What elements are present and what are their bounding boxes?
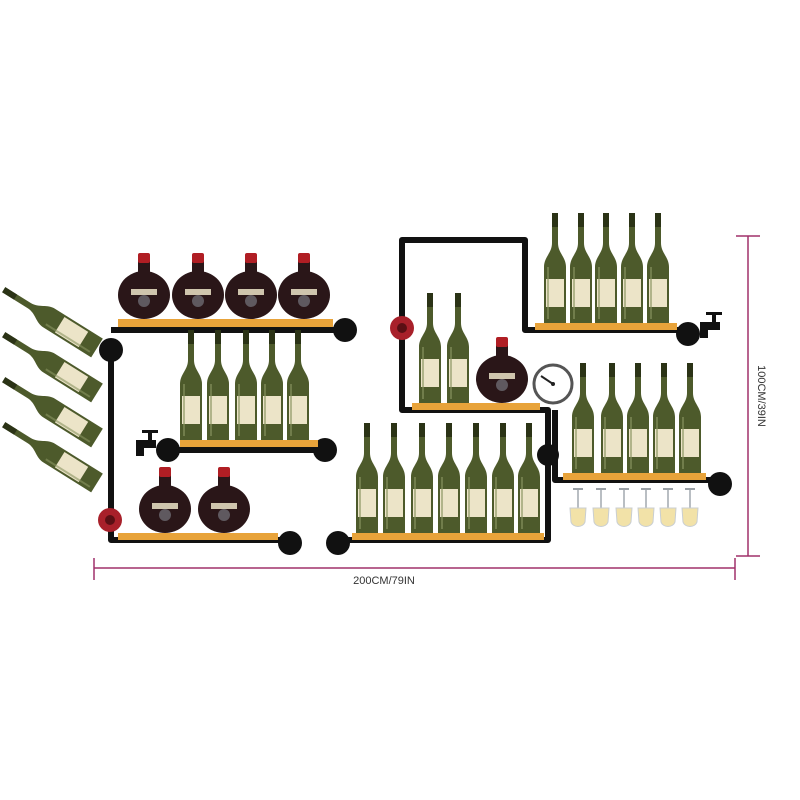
water-tap-icon	[136, 430, 158, 456]
wine-bottle-icon	[278, 253, 330, 319]
wine-bottle-icon	[438, 423, 460, 533]
bottle-row-top-right	[544, 213, 669, 323]
wine-bottle-icon	[225, 253, 277, 319]
wine-bottle-icon	[447, 293, 469, 403]
wine-bottle-icon	[180, 330, 202, 440]
wine-bottle-icon	[544, 213, 566, 323]
height-dimension	[736, 235, 760, 557]
wooden-shelves	[118, 319, 706, 540]
wine-bottle-icon	[172, 253, 224, 319]
wine-bottle-icon	[419, 293, 441, 403]
valve-wheel-icon	[390, 316, 414, 340]
width-dimension	[93, 558, 736, 580]
wine-bottle-icon	[261, 330, 283, 440]
wine-bottle-icon	[356, 423, 378, 533]
wine-bottle-icon	[621, 213, 643, 323]
bottle-row-center	[419, 293, 528, 403]
wine-bottle-icon	[383, 423, 405, 533]
pressure-gauge-icon	[532, 363, 574, 405]
wine-bottle-icon	[139, 467, 191, 533]
wine-glass-icon	[592, 487, 610, 527]
round-bottles-bottom	[139, 467, 250, 533]
wine-glass-icon	[637, 487, 655, 527]
bottle-row-right	[572, 363, 701, 473]
wine-bottle-icon	[492, 423, 514, 533]
wine-bottle-icon	[518, 423, 540, 533]
pipe-elbow-icon	[99, 318, 732, 555]
water-tap-icon	[700, 312, 722, 338]
wine-bottle-icon	[235, 330, 257, 440]
hanging-glasses	[569, 487, 699, 527]
wine-bottle-icon	[627, 363, 649, 473]
wine-glass-icon	[569, 487, 587, 527]
wine-bottle-icon	[647, 213, 669, 323]
valve-wheel-icon	[98, 508, 122, 532]
wine-glass-icon	[681, 487, 699, 527]
wine-bottle-icon	[476, 337, 528, 403]
wine-bottle-icon	[465, 423, 487, 533]
bottle-row-middle-left	[180, 330, 309, 440]
wine-bottle-icon	[601, 363, 623, 473]
wine-bottle-icon	[411, 423, 433, 533]
wine-bottle-icon	[118, 253, 170, 319]
bottle-row-bottom-center	[356, 423, 540, 533]
round-bottles-top	[118, 253, 330, 319]
wine-bottle-icon	[570, 213, 592, 323]
wine-glass-icon	[659, 487, 677, 527]
wine-bottle-icon	[572, 363, 594, 473]
wine-glass-icon	[615, 487, 633, 527]
wine-bottle-icon	[595, 213, 617, 323]
wine-bottle-icon	[653, 363, 675, 473]
wine-bottle-icon	[198, 467, 250, 533]
tilted-bottles	[0, 280, 103, 493]
wine-bottle-icon	[679, 363, 701, 473]
wine-bottle-icon	[0, 280, 103, 358]
height-label: 100CM/39IN	[755, 365, 767, 427]
wine-bottle-icon	[207, 330, 229, 440]
wine-bottle-icon	[287, 330, 309, 440]
width-label: 200CM/79IN	[353, 575, 415, 587]
